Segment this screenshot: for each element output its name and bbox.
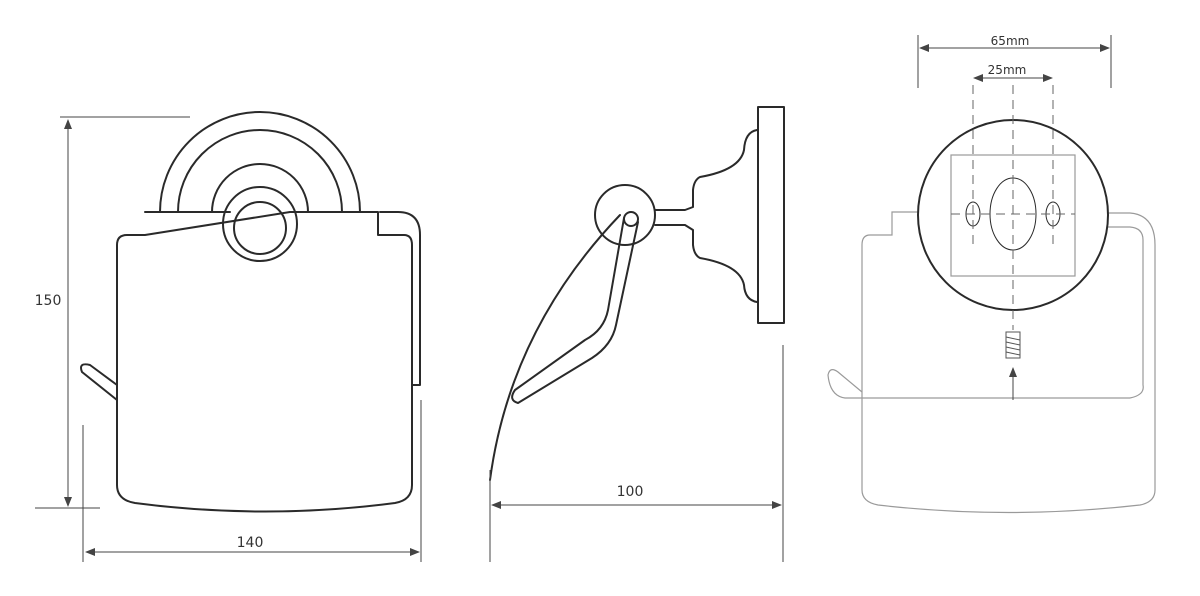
rosette-outer-arc <box>159 111 361 213</box>
rosette-middle-arc <box>177 129 343 213</box>
cover-curve <box>489 214 621 481</box>
hook-outline <box>827 369 1130 399</box>
back-view: 65mm 25mm <box>827 34 1156 514</box>
pivot-ball <box>594 184 656 246</box>
width-label: 140 <box>237 535 264 551</box>
outer-spacing-label: 65mm <box>991 34 1030 48</box>
paper-hook <box>80 363 118 401</box>
height-label: 150 <box>35 293 62 309</box>
mount-base <box>654 129 758 303</box>
rosette-center <box>233 201 287 255</box>
rosette-inner-arc <box>211 163 309 213</box>
side-bar <box>379 211 421 386</box>
inner-spacing-label: 25mm <box>988 63 1027 77</box>
front-view: 150 140 <box>35 111 422 562</box>
screw-icon <box>1005 331 1021 359</box>
wall-plate <box>757 106 785 324</box>
cover <box>116 211 413 513</box>
cover-outline <box>861 211 1156 514</box>
rosette-ring <box>222 186 298 262</box>
depth-label: 100 <box>617 484 644 500</box>
mounting-bracket <box>950 154 1076 277</box>
cover-arm <box>511 217 639 404</box>
pivot-pin <box>623 211 639 227</box>
side-bar-outline <box>1108 226 1144 399</box>
side-view: 100 <box>489 106 785 562</box>
